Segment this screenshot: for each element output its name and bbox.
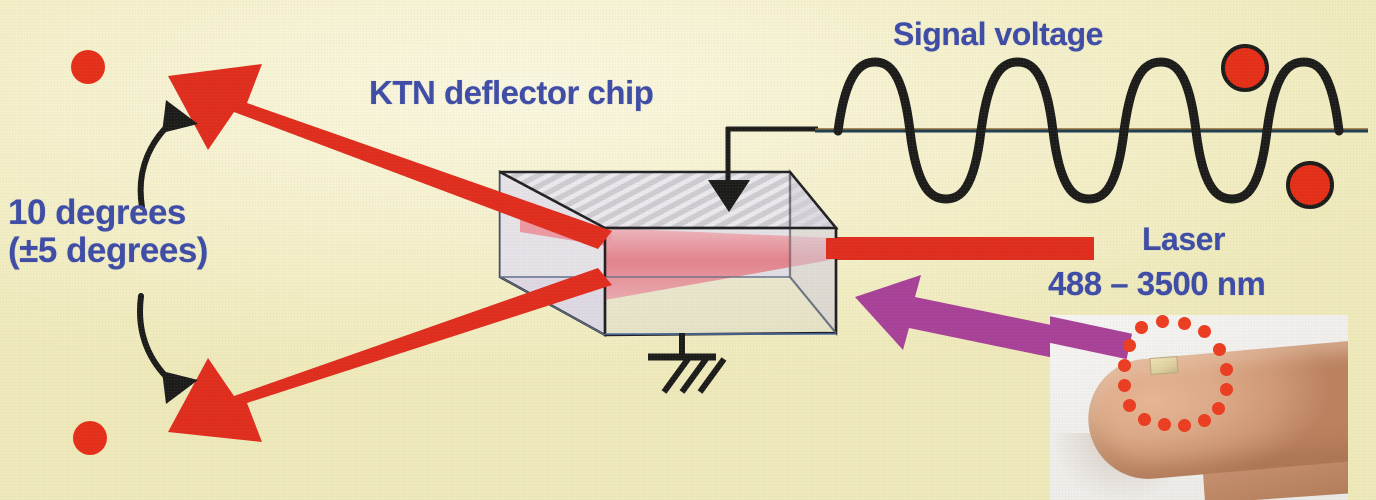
- highlight-dot: [1123, 399, 1136, 412]
- highlight-dot: [1118, 359, 1131, 372]
- deflected-beam-arrow-upper: [168, 64, 612, 249]
- highlight-dot: [1118, 379, 1131, 392]
- chip-front-face: [603, 226, 838, 337]
- ktn-chip-sample: [1149, 356, 1179, 375]
- angle-indicator-arrow-up: [137, 100, 198, 210]
- beam-exit-segment: [826, 238, 842, 259]
- electrode-arrowhead: [708, 180, 750, 212]
- laser-range-label: 488 – 3500 nm: [1048, 265, 1266, 302]
- highlight-dot: [1178, 419, 1191, 432]
- highlight-dot: [1220, 383, 1233, 396]
- highlight-dot: [1212, 402, 1225, 415]
- signal-voltage-sine-wave: [815, 44, 1368, 209]
- deflected-beam-arrow-lower: [168, 268, 612, 442]
- highlight-dot: [1123, 339, 1136, 352]
- deflected-beam-spot-lower: [73, 421, 107, 455]
- ground-symbol: [648, 333, 727, 394]
- highlight-dot: [1156, 315, 1169, 328]
- waveform-trough-marker: [1286, 161, 1334, 209]
- deflected-beam-spot-upper: [71, 50, 105, 84]
- angle-indicator-arrow-down: [137, 293, 198, 404]
- highlight-dot: [1135, 321, 1148, 334]
- chip-label: KTN deflector chip: [369, 74, 654, 111]
- highlight-dot: [1220, 363, 1233, 376]
- highlight-dot: [1198, 325, 1211, 338]
- top-electrode-wire: [708, 126, 818, 212]
- deflection-angle-label: 10 degrees (±5 degrees): [8, 194, 208, 270]
- deflection-angle-line2: (±5 degrees): [8, 230, 208, 270]
- highlight-dot: [1158, 418, 1171, 431]
- chip-on-fingertip-photo: [1050, 315, 1348, 500]
- highlight-dot: [1198, 414, 1211, 427]
- highlight-dot: [1178, 317, 1191, 330]
- ktn-deflector-chip-3d: [498, 168, 839, 338]
- highlight-dot: [1213, 343, 1226, 356]
- input-laser-beam: [836, 237, 1094, 260]
- signal-label: Signal voltage: [893, 16, 1103, 52]
- highlight-dot: [1138, 413, 1151, 426]
- laser-label: Laser: [1142, 221, 1225, 257]
- deflection-angle-line1: 10 degrees: [8, 193, 186, 232]
- waveform-peak-marker: [1221, 44, 1269, 92]
